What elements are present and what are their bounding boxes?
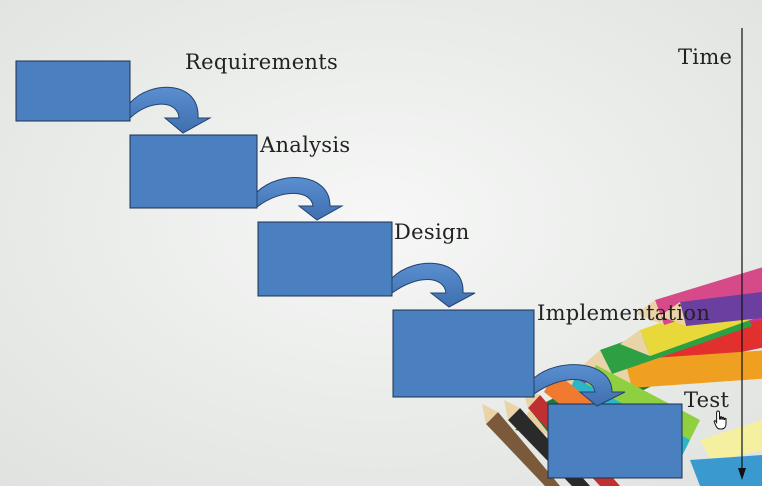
phase-label-analysis: Analysis	[260, 133, 351, 157]
transition-arrow-3	[391, 262, 476, 308]
phase-box-requirements	[15, 60, 131, 122]
time-axis-label: Time	[678, 45, 733, 69]
phase-label-requirements: Requirements	[185, 50, 339, 74]
phase-box-test	[547, 403, 683, 479]
phase-box-design	[257, 221, 393, 297]
time-axis-arrow	[738, 28, 746, 480]
phase-box-analysis	[129, 134, 258, 209]
hand-pointer-icon	[713, 410, 727, 430]
phase-label-design: Design	[394, 220, 470, 244]
phase-box-implementation	[392, 309, 535, 398]
phase-label-test: Test	[684, 388, 730, 412]
transition-arrow-1	[129, 86, 212, 134]
transition-arrow-4	[533, 364, 626, 407]
transition-arrow-2	[256, 177, 344, 221]
phase-label-implementation: Implementation	[537, 301, 711, 325]
